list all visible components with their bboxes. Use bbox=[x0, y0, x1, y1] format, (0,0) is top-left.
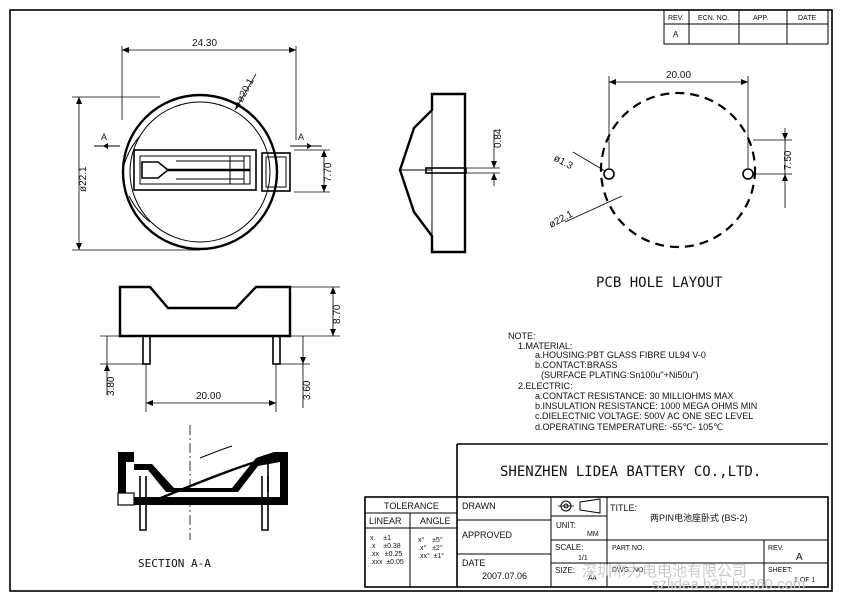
clip-height-dim: 7.70 bbox=[323, 162, 334, 182]
angle-value: x° ±5° bbox=[418, 536, 443, 544]
top-width-dim: 24.30 bbox=[192, 38, 217, 49]
pin-left-dim: 3.80 bbox=[106, 376, 117, 396]
angle-value: .xx° ±1° bbox=[418, 552, 444, 560]
watermark: 深圳市力电电池有限公司 szlidea.b2b.hc360.com bbox=[582, 563, 805, 593]
drawing-border bbox=[9, 9, 833, 592]
date-header: DATE bbox=[798, 15, 816, 22]
part-no-label: PART NO. bbox=[612, 545, 644, 552]
pcb-offset-dim: 7.50 bbox=[783, 150, 794, 170]
note-line: 2.ELECTRIC: bbox=[518, 381, 573, 391]
title-label: TITLE: bbox=[610, 503, 637, 513]
projection-symbol-icon bbox=[558, 498, 601, 514]
date-value: 2007.07.06 bbox=[482, 571, 527, 581]
notes: NOTE: 1.MATERIAL: a.HOUSING:PBT GLASS FI… bbox=[508, 331, 757, 432]
pcb-hole-left bbox=[603, 168, 615, 180]
pcb-layout-title: PCB HOLE LAYOUT bbox=[596, 275, 723, 291]
inner-dia-dim: ø20.1 bbox=[235, 76, 257, 104]
revision-block: REV. ECN. NO. APP. DATE A bbox=[663, 9, 829, 45]
pcb-hole-right bbox=[742, 168, 754, 180]
scale-label: SCALE: bbox=[555, 543, 583, 552]
size-label: SIZE: bbox=[555, 566, 575, 575]
scale-value: 1/1 bbox=[578, 555, 588, 562]
notes-heading: NOTE: bbox=[508, 331, 536, 341]
section-label: SECTION A-A bbox=[138, 557, 211, 570]
note-line: b.CONTACT:BRASS bbox=[535, 360, 617, 370]
rev-header: REV. bbox=[668, 15, 684, 22]
date-label: DATE bbox=[462, 558, 485, 568]
section-mark-right: A bbox=[298, 132, 304, 142]
pin-right-dim: 3.60 bbox=[302, 380, 313, 400]
linear-value: x. ±1 bbox=[370, 535, 391, 542]
section-mark-left: A bbox=[101, 132, 107, 142]
linear-value: .xxx ±0.05 bbox=[370, 559, 404, 566]
top-view: 24.30 ø22.1 A A ø20.1 bbox=[72, 38, 334, 251]
note-line: 1.MATERIAL: bbox=[518, 341, 572, 351]
tolerance-heading: TOLERANCE bbox=[384, 501, 439, 511]
title-block: SHENZHEN LIDEA BATTERY CO.,LTD. TOLERANC… bbox=[364, 443, 829, 588]
pcb-spacing-dim: 20.00 bbox=[666, 70, 691, 81]
tolerance-linear: LINEAR bbox=[369, 516, 402, 526]
watermark-url: szlidea.b2b.hc360.com bbox=[652, 576, 805, 593]
rev-value: A bbox=[673, 30, 679, 39]
note-line: c.DIELECTNIC VOLTAGE: 500V AC ONE SEC LE… bbox=[535, 411, 753, 421]
tolerance-angle: ANGLE bbox=[420, 516, 451, 526]
unit-value: MM bbox=[587, 531, 599, 538]
side-view: 0.84 bbox=[398, 92, 504, 254]
app-header: APP. bbox=[753, 15, 768, 22]
dwg-no-label: DWG. NO. bbox=[612, 567, 645, 574]
watermark-cn: 深圳市力电电池有限公司 bbox=[582, 563, 747, 580]
note-line: a.HOUSING:PBT GLASS FIBRE UL94 V-0 bbox=[535, 350, 706, 360]
unit-label: UNIT: bbox=[556, 521, 576, 530]
ecn-header: ECN. NO. bbox=[698, 15, 729, 22]
front-width-dim: 20.00 bbox=[196, 391, 221, 402]
note-line: b.INSULATION RESISTANCE: 1000 MEGA OHMS … bbox=[535, 401, 757, 411]
sheet-value: 1 OF 1 bbox=[794, 577, 816, 584]
approved-label: APPROVED bbox=[462, 530, 513, 540]
size-value: A4 bbox=[588, 575, 597, 582]
thickness-dim: 0.84 bbox=[493, 128, 504, 148]
note-line: a.CONTACT RESISTANCE: 30 MILLIOHMS MAX bbox=[535, 391, 734, 401]
outline-dia-dim: ø22.1 bbox=[547, 209, 575, 231]
company-name: SHENZHEN LIDEA BATTERY CO.,LTD. bbox=[500, 464, 761, 480]
angle-value: .x° ±2° bbox=[418, 544, 443, 552]
linear-value: .x ±0.38 bbox=[370, 543, 401, 550]
rev-label: REV. bbox=[768, 545, 784, 552]
note-line: d.OPERATING TEMPERATURE: -55℃- 105℃ bbox=[535, 422, 723, 432]
note-line: (SURFACE PLATING:Sn100u"+Ni50u") bbox=[541, 370, 699, 380]
sheet-label: SHEET: bbox=[768, 567, 793, 574]
hole-dia-dim: ø1.3 bbox=[552, 153, 575, 172]
drawing-title: 两PIN电池座卧式 (BS-2) bbox=[650, 512, 748, 523]
pcb-hole-layout: 20.00 ø1.3 ø22.1 7.50 PCB HOLE LAYOUT bbox=[547, 70, 794, 291]
drawn-label: DRAWN bbox=[462, 501, 496, 511]
rev-value-title: A bbox=[796, 552, 803, 563]
section-a-a: SECTION A-A bbox=[117, 425, 288, 570]
front-height-dim: 8.70 bbox=[332, 304, 343, 324]
front-view: 8.70 20.00 3.80 3.60 bbox=[100, 285, 343, 412]
top-height-dim: ø22.1 bbox=[78, 166, 89, 192]
linear-value: .xx ±0.25 bbox=[370, 551, 402, 558]
